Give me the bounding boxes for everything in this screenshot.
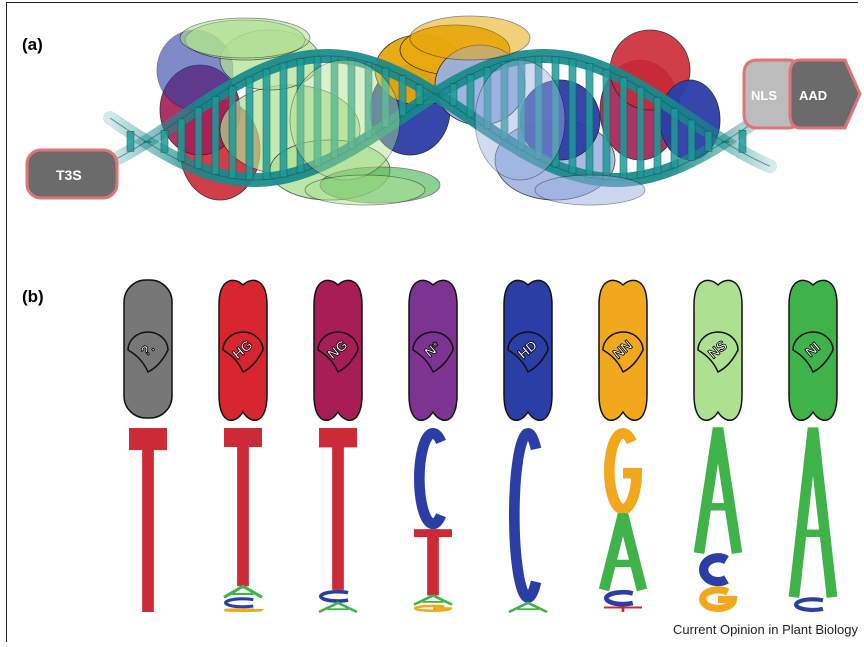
base-pair-rung — [705, 131, 712, 151]
tale-repeat-front-5 — [535, 175, 645, 205]
base-pair-rung — [620, 78, 627, 180]
rvd-column-4: N* — [409, 280, 457, 610]
rvd-column-6: NN — [599, 280, 647, 612]
base-pair-rung — [263, 69, 270, 179]
base-pair-rung — [161, 130, 168, 152]
base-pair-rung — [416, 85, 423, 105]
base-pair-rung — [654, 97, 661, 173]
base-pair-rung — [450, 84, 457, 106]
rvd-column-3: NG — [314, 280, 362, 612]
logo-letter-c — [226, 599, 254, 607]
logo-letter-a — [414, 595, 452, 604]
base-pair-rung — [127, 131, 134, 151]
base-pair-rung — [195, 107, 202, 168]
logo-letter-c — [514, 433, 536, 597]
nls-label: NLS — [751, 88, 777, 103]
logo-letter-g — [225, 610, 260, 611]
logo-letter-a — [604, 514, 642, 589]
base-pair-rung — [586, 63, 593, 177]
rvd-column-1: ?. — [124, 280, 172, 612]
rvd-column-2: HG — [219, 280, 267, 610]
base-pair-rung — [739, 130, 746, 152]
aad-domain: AAD — [790, 60, 860, 128]
logo-letter-a — [224, 586, 262, 597]
base-pair-rung — [722, 141, 729, 142]
logo-letter-a — [794, 428, 832, 597]
base-pair-rung — [467, 75, 474, 117]
base-pair-rung — [671, 109, 678, 168]
talen-protein-dna-model — [110, 16, 770, 205]
logo-letter-g — [609, 433, 636, 509]
logo-letter-t — [129, 428, 167, 612]
figure-caption: Current Opinion in Plant Biology — [673, 622, 858, 637]
tale-repeat-front-4 — [475, 60, 565, 180]
tale-repeat-front-2 — [290, 60, 400, 180]
t3s-label: T3S — [56, 167, 82, 183]
logo-letter-a — [319, 603, 357, 612]
logo-letter-c — [321, 592, 348, 601]
logo-letter-g — [703, 590, 734, 609]
logo-letter-a — [509, 603, 547, 612]
base-pair-rung — [246, 77, 253, 180]
logo-letter-t — [224, 428, 262, 586]
tale-repeat-front-3 — [410, 16, 530, 60]
base-pair-rung — [433, 94, 440, 95]
aad-label: AAD — [799, 88, 827, 103]
base-pair-rung — [688, 120, 695, 160]
logo-letter-t — [604, 606, 642, 612]
tale-repeat-front-1 — [180, 18, 310, 58]
logo-letter-c — [704, 558, 727, 582]
base-pair-rung — [212, 96, 219, 174]
logo-letter-c — [419, 433, 441, 524]
base-pair-rung — [178, 119, 185, 161]
panel-b-label: (b) — [22, 287, 44, 306]
base-pair-rung — [399, 76, 406, 116]
tale-repeat-front-6 — [305, 175, 425, 205]
base-pair-rung — [569, 59, 576, 173]
base-pair-rung — [637, 87, 644, 178]
logo-letter-t — [319, 428, 357, 590]
rvd-column-7: NS — [694, 280, 742, 608]
logo-letter-t — [414, 529, 452, 595]
base-pair-rung — [603, 70, 610, 180]
base-pair-rung — [229, 86, 236, 178]
logo-letter-c — [796, 599, 823, 610]
base-pair-rung — [144, 141, 151, 142]
logo-letter-a — [699, 428, 737, 553]
logo-letter-g — [415, 606, 450, 611]
logo-letter-c — [606, 592, 632, 604]
base-pair-rung — [280, 63, 287, 177]
t3s-domain: T3S — [27, 150, 117, 198]
panel-a-label: (a) — [22, 35, 43, 54]
rvd-column-8: NI — [789, 280, 837, 610]
rvd-column-5: HD — [504, 280, 552, 612]
